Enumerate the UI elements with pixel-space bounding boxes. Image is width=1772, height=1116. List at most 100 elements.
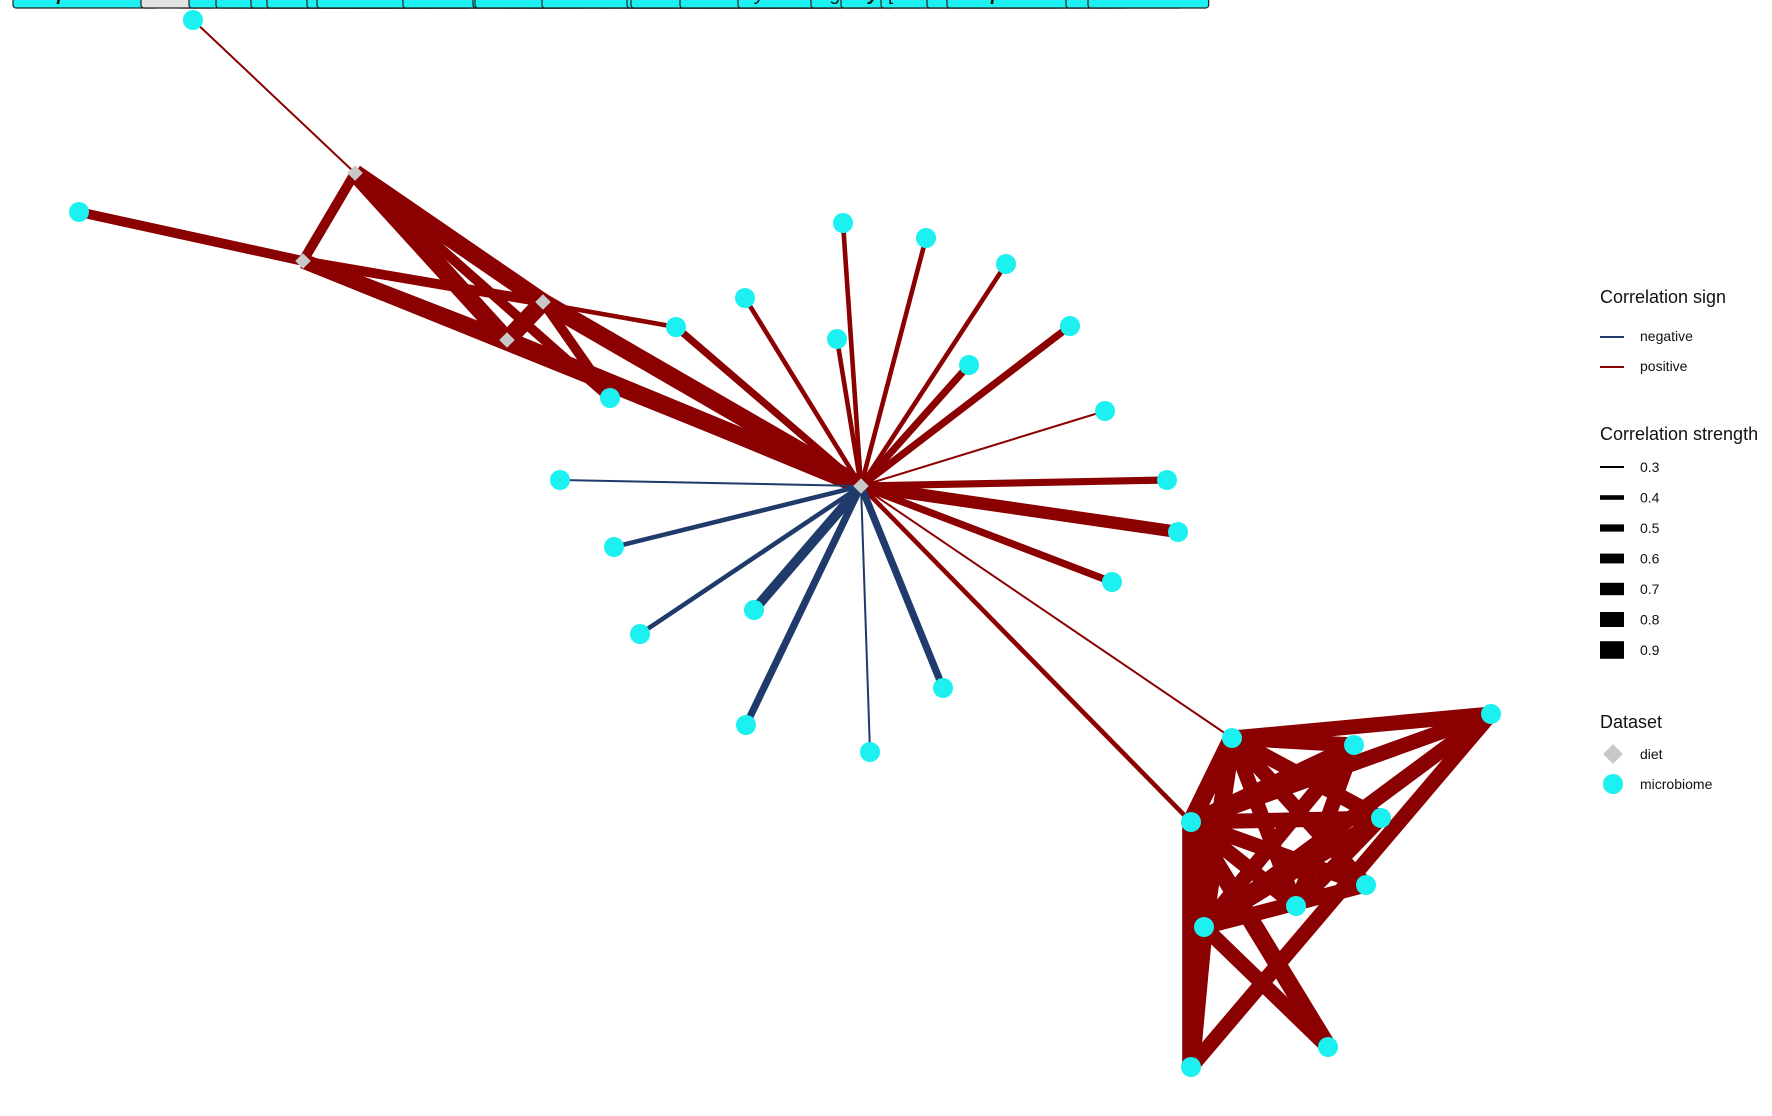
node-lachno003-point xyxy=(916,228,936,248)
edge-fiber-odoribacter xyxy=(857,484,947,690)
legend-strength-label: 0.9 xyxy=(1640,642,1660,658)
edge-fiber-enterobacter xyxy=(673,324,864,489)
node-label-prevotella2: Prevotella 2 xyxy=(1087,0,1210,9)
node-prevotella2-point xyxy=(1181,1057,1201,1077)
legend-microbiome-symbol xyxy=(1603,774,1623,794)
legend-strength-swatch xyxy=(1600,612,1624,627)
node-label-box xyxy=(12,0,160,9)
edge-fiber-chloroplast xyxy=(859,482,1114,586)
legend-strength-swatch xyxy=(1600,495,1624,500)
node-label-text: Alloprevotella xyxy=(954,0,1081,5)
legend-strength-swatch xyxy=(1600,466,1624,468)
legend-strength-swatch xyxy=(1600,582,1624,596)
node-enterobacter-point xyxy=(666,317,686,337)
node-label-box xyxy=(946,0,1089,9)
node-enterorhabdus-point xyxy=(959,355,979,375)
node-rumino003-point xyxy=(1060,316,1080,336)
edge-erysipelo004-tyzzerella xyxy=(1187,738,1358,829)
node-anaerotruncus-point xyxy=(736,715,756,735)
edge-fiber-rumino003 xyxy=(858,323,1073,489)
node-coriobacteriaceae-point xyxy=(744,600,764,620)
edge-fiber-ruminiclostridium xyxy=(840,222,864,487)
node-label-segment: Weissella xyxy=(687,0,774,5)
node-tyzzerella-point xyxy=(1344,735,1364,755)
node-label-text: Weissella xyxy=(687,0,774,5)
edge-fiber-oxalobacter xyxy=(834,338,864,487)
legend-strength-items: 0.30.40.50.60.70.80.9 xyxy=(1600,459,1660,659)
node-succinivibrio-point xyxy=(1286,896,1306,916)
legend-microbiome-label: microbiome xyxy=(1640,776,1713,792)
node-label-text: Streptococcus xyxy=(20,0,152,5)
legend-strength-swatch xyxy=(1600,553,1624,564)
edge-fiber-mollicutes xyxy=(860,476,1168,490)
legend-strength-swatch xyxy=(1600,641,1624,659)
legend-strength-label: 0.4 xyxy=(1640,490,1660,506)
edge-sacharide-fiber xyxy=(538,294,866,494)
node-label-text: Prevotella 2 xyxy=(1095,0,1202,5)
edge-protein-fat xyxy=(298,170,360,264)
edge-protein-streptococcus xyxy=(192,19,356,174)
edge-fiber-lachno010 xyxy=(860,479,1179,539)
node-prevotellaceae-point xyxy=(1222,728,1242,748)
edge-fat-peptococcaceae xyxy=(77,207,305,266)
node-peptococcaceae-point xyxy=(69,202,89,222)
node-label-streptococcus: Streptococcus xyxy=(12,0,160,9)
edge-alloprevotella-tyzzerella xyxy=(1198,740,1360,932)
legend-positive-label: positive xyxy=(1640,358,1688,374)
edge-fiber-anaerotruncus xyxy=(742,484,865,727)
edge-succinivibrio-eggerthella xyxy=(1290,812,1387,912)
legend-strength-label: 0.5 xyxy=(1640,520,1660,536)
edge-alloprevotella-eggerthella xyxy=(1200,811,1385,934)
edge-alloprevotella-prevotella2 xyxy=(1182,926,1213,1068)
node-weissella-point xyxy=(1481,704,1501,724)
edge-prevotella2-weissella xyxy=(1185,709,1497,1072)
edge-fiber-coriobacteriaceae xyxy=(750,482,865,614)
edges-layer xyxy=(77,19,1497,1072)
node-eubacterium-point xyxy=(1356,875,1376,895)
node-rumini5-point xyxy=(604,537,624,557)
node-alloprevotella-point xyxy=(1194,917,1214,937)
legend-strength-label: 0.6 xyxy=(1640,551,1660,567)
node-odoribacter-point xyxy=(933,678,953,698)
node-ruminiclostridium-point xyxy=(833,213,853,233)
edge-fiber-lachno003 xyxy=(858,237,929,487)
edge-fiber-acetitomaculum xyxy=(859,262,1008,488)
node-label-segment: Tyzzerella xyxy=(745,0,830,5)
node-alistipes-point xyxy=(630,624,650,644)
labels-layer: StreptococcusPeptococcaceaeProteinFatSac… xyxy=(12,0,1210,9)
edge-fiber-prevotella7 xyxy=(860,410,1106,487)
edge-fiber-lachnospira xyxy=(743,296,863,488)
legend-diet-label: diet xyxy=(1640,746,1663,762)
legend-strength-label: 0.8 xyxy=(1640,612,1660,628)
edge-erysipelo004-mitsuokella xyxy=(1183,817,1336,1052)
node-oxalobacter-point xyxy=(827,329,847,349)
legend: Correlation sign negative Correlation st… xyxy=(1600,287,1758,794)
node-chloroplast-point xyxy=(1102,572,1122,592)
node-label-text: Tyzzerella xyxy=(745,0,830,5)
node-protein-diamond xyxy=(347,165,363,181)
legend-diet-symbol xyxy=(1603,744,1623,764)
node-label-box xyxy=(1087,0,1210,9)
edge-fiber-rumini5 xyxy=(613,483,862,550)
legend-strength-title: Correlation strength xyxy=(1600,424,1758,444)
edge-succinivibrio-tyzzerella xyxy=(1288,742,1362,909)
node-lachnospira-point xyxy=(735,288,755,308)
edge-fiber-prevotellaceae xyxy=(860,485,1233,739)
legend-negative-label: negative xyxy=(1640,328,1693,344)
node-label-segment: 2 xyxy=(1186,0,1202,5)
edge-fiber-escherichia xyxy=(559,479,862,487)
edge-prevotellaceae-tyzzerella xyxy=(1231,730,1355,753)
legend-sign-title: Correlation sign xyxy=(1600,287,1726,307)
node-escherichia-point xyxy=(550,470,570,490)
edge-fiber-barnesiella xyxy=(860,485,871,753)
edge-fiber-alistipes xyxy=(638,484,863,636)
legend-strength-label: 0.3 xyxy=(1640,459,1660,475)
legend-dataset-title: Dataset xyxy=(1600,712,1662,732)
node-label-segment: Prevotella xyxy=(410,0,501,5)
node-label-segment: Protein xyxy=(148,0,208,5)
node-mollicutes-point xyxy=(1157,470,1177,490)
edge-prevotellaceae-erysipelo004 xyxy=(1183,734,1240,826)
node-label-segment: [ xyxy=(888,0,894,5)
